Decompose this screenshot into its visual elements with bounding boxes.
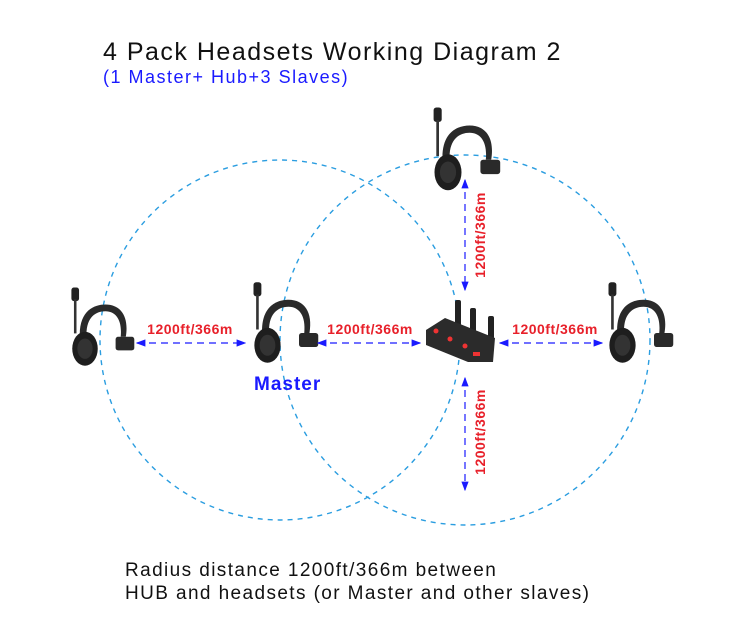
distance-label: 1200ft/366m: [147, 321, 233, 337]
diagram-title: 4 Pack Headsets Working Diagram 2: [103, 38, 562, 66]
link-master-hub: 1200ft/366m: [316, 321, 422, 347]
headset-slave-top: [433, 107, 501, 191]
master-label: Master: [254, 374, 321, 395]
distance-label: 1200ft/366m: [472, 389, 488, 475]
distance-label: 1200ft/366m: [472, 192, 488, 278]
link-top-hub: 1200ft/366m: [461, 178, 488, 292]
diagram-subtitle: (1 Master+ Hub+3 Slaves): [103, 67, 350, 87]
caption-line-1: Radius distance 1200ft/366m between: [125, 560, 498, 581]
link-hub-right: 1200ft/366m: [498, 321, 604, 347]
headset-master: [253, 282, 319, 363]
distance-label: 1200ft/366m: [327, 321, 413, 337]
caption-line-2: HUB and headsets (or Master and other sl…: [125, 583, 591, 604]
link-hub-bottom: 1200ft/366m: [461, 376, 488, 492]
headset-slave-right: [608, 282, 674, 363]
distance-label: 1200ft/366m: [512, 321, 598, 337]
hub-device: [426, 300, 495, 362]
headset-slave-left: [71, 287, 135, 366]
link-left-master: 1200ft/366m: [135, 321, 247, 347]
